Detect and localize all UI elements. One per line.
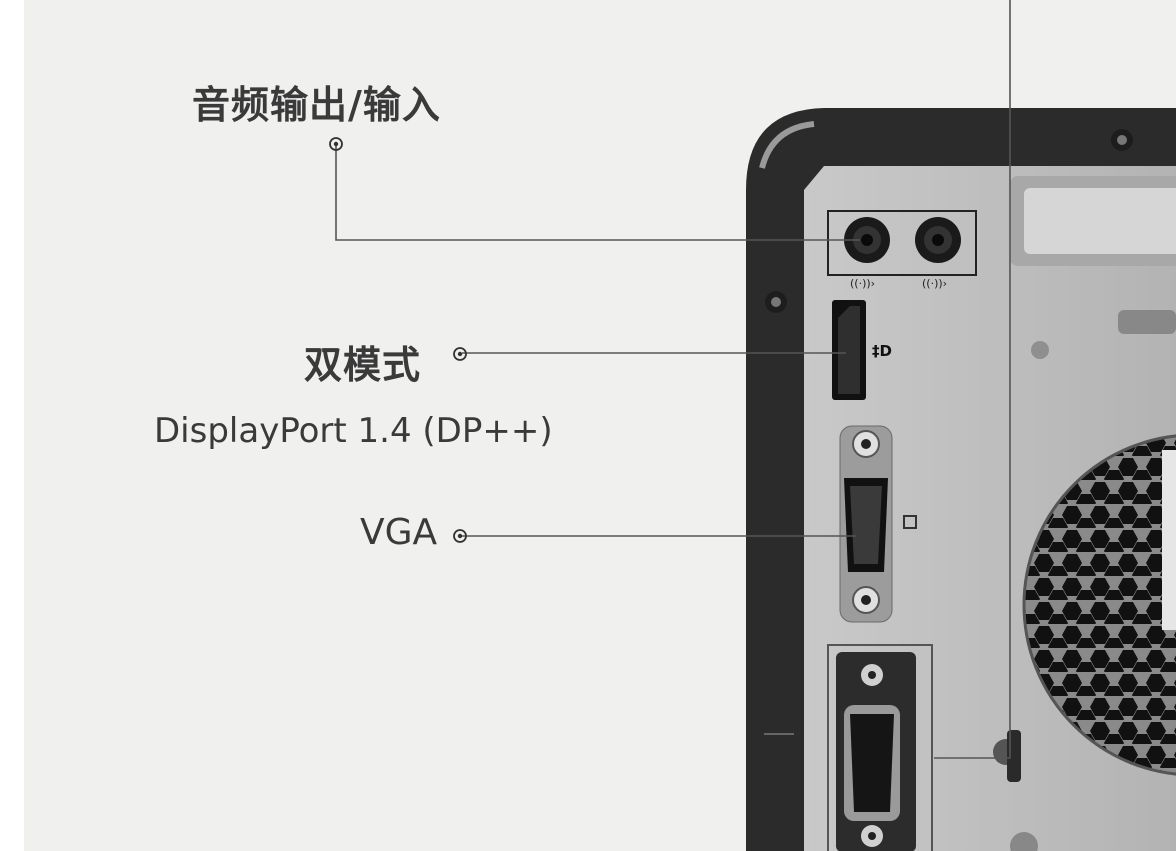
- screw-left: [765, 291, 787, 313]
- dual-mode-marker: [453, 347, 467, 361]
- pc-rear-illustration: ((·))› ((·))› ‡D: [329, 0, 1176, 851]
- diagram-canvas: ((·))› ((·))› ‡D: [24, 0, 1176, 851]
- leader-lines: [335, 0, 1011, 759]
- expansion-slot-frame: [827, 644, 933, 851]
- expansion-vga-port: [836, 652, 916, 851]
- grille-label-strip: [1162, 450, 1176, 630]
- displayport-port: [832, 300, 866, 400]
- displayport-icon: ‡D: [872, 342, 892, 360]
- frame-notch: [764, 733, 794, 735]
- chassis-corner-highlight: [759, 121, 815, 169]
- audio-out-icon: ((·))›: [850, 277, 875, 290]
- audio-leader-line: [335, 144, 860, 241]
- vga-marker: [453, 529, 467, 543]
- vga-label: VGA: [360, 512, 438, 553]
- vga-port: [839, 425, 893, 623]
- lock-leader-line: [934, 0, 1011, 759]
- vga-icon: [903, 515, 917, 529]
- fan-grille: [1022, 434, 1176, 776]
- audio-in-icon: ((·))›: [922, 277, 947, 290]
- audio-output-input-label: 音频输出/输入: [192, 83, 441, 127]
- screw-hole: [1031, 341, 1049, 359]
- audio-marker: [329, 137, 343, 151]
- screw-top: [1111, 129, 1133, 151]
- latch: [1118, 310, 1176, 334]
- bottom-screw: [1010, 832, 1038, 851]
- audio-out-port: [844, 217, 890, 263]
- displayport-label: DisplayPort 1.4 (DP++): [154, 411, 553, 451]
- audio-port-frame: [827, 210, 977, 276]
- dual-mode-label: 双模式: [304, 343, 422, 387]
- audio-in-port: [915, 217, 961, 263]
